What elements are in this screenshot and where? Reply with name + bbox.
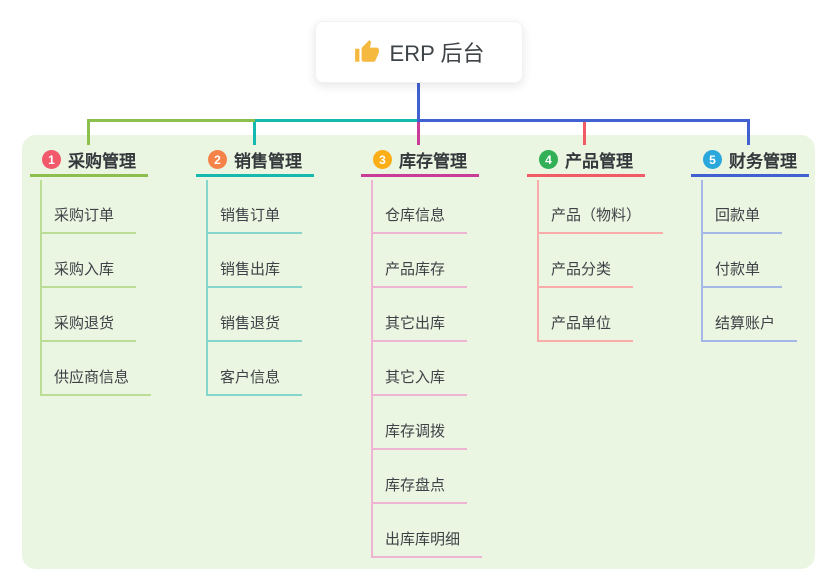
branch-product-header[interactable]: 4 产品管理 bbox=[527, 145, 645, 177]
tree-leaf[interactable]: 产品单位 bbox=[537, 288, 663, 342]
branch-number-badge: 2 bbox=[208, 150, 227, 169]
tree-leaf[interactable]: 销售退货 bbox=[206, 288, 303, 342]
branch-sales-header[interactable]: 2 销售管理 bbox=[196, 145, 314, 177]
branch-label: 销售管理 bbox=[234, 152, 302, 171]
branch-number-badge: 3 bbox=[373, 150, 392, 169]
tree-leaf[interactable]: 产品库存 bbox=[371, 234, 482, 288]
branch-tree-line bbox=[206, 180, 208, 396]
connector-bus-teal bbox=[255, 119, 417, 122]
tree-leaf[interactable]: 库存盘点 bbox=[371, 450, 482, 504]
branch-number-badge: 1 bbox=[42, 150, 61, 169]
tree-leaf[interactable]: 回款单 bbox=[701, 180, 797, 234]
branch-label: 产品管理 bbox=[565, 152, 633, 171]
connector-drop-product bbox=[583, 122, 586, 145]
branches-panel bbox=[22, 135, 815, 569]
branch-finance: 5 财务管理 回款单 付款单 结算账户 bbox=[691, 145, 839, 342]
tree-leaf[interactable]: 采购退货 bbox=[40, 288, 151, 342]
branch-number-badge: 4 bbox=[539, 150, 558, 169]
branch-inventory-header[interactable]: 3 库存管理 bbox=[361, 145, 479, 177]
connector-drop-finance bbox=[747, 122, 750, 145]
tree-leaf[interactable]: 其它入库 bbox=[371, 342, 482, 396]
branch-number-badge: 5 bbox=[703, 150, 722, 169]
branch-label: 财务管理 bbox=[729, 152, 797, 171]
tree-leaf[interactable]: 采购订单 bbox=[40, 180, 151, 234]
branch-label: 采购管理 bbox=[68, 152, 136, 171]
tree-leaf[interactable]: 产品分类 bbox=[537, 234, 663, 288]
root-title: ERP 后台 bbox=[389, 41, 485, 66]
connector-bus-green bbox=[87, 119, 255, 122]
tree-leaf[interactable]: 销售订单 bbox=[206, 180, 303, 234]
tree-leaf[interactable]: 库存调拨 bbox=[371, 396, 482, 450]
branch-tree-line bbox=[40, 180, 42, 396]
tree-leaf[interactable]: 其它出库 bbox=[371, 288, 482, 342]
tree-leaf[interactable]: 结算账户 bbox=[701, 288, 798, 342]
connector-bus-blue bbox=[417, 119, 750, 122]
branch-product: 4 产品管理 产品（物料） 产品分类 产品单位 bbox=[527, 145, 687, 342]
tree-leaf[interactable]: 仓库信息 bbox=[371, 180, 482, 234]
root-node[interactable]: ERP 后台 bbox=[315, 21, 523, 83]
thumbs-up-icon bbox=[354, 40, 379, 62]
tree-leaf[interactable]: 采购入库 bbox=[40, 234, 151, 288]
root-connector-line bbox=[417, 82, 420, 120]
tree-leaf[interactable]: 客户信息 bbox=[206, 342, 303, 396]
tree-leaf[interactable]: 销售出库 bbox=[206, 234, 303, 288]
branch-purchase-header[interactable]: 1 采购管理 bbox=[30, 145, 148, 177]
tree-leaf[interactable]: 付款单 bbox=[701, 234, 797, 288]
branch-tree-line bbox=[371, 180, 373, 558]
branch-finance-header[interactable]: 5 财务管理 bbox=[691, 145, 809, 177]
branch-label: 库存管理 bbox=[399, 152, 467, 171]
tree-leaf[interactable]: 供应商信息 bbox=[40, 342, 152, 396]
connector-drop-sales bbox=[253, 122, 256, 145]
connector-drop-inventory bbox=[417, 122, 420, 145]
branch-purchase: 1 采购管理 采购订单 采购入库 采购退货 供应商信息 bbox=[30, 145, 190, 396]
tree-leaf[interactable]: 出库库明细 bbox=[371, 504, 483, 558]
connector-drop-purchase bbox=[87, 122, 90, 145]
branch-tree-line bbox=[537, 180, 539, 342]
branch-inventory: 3 库存管理 仓库信息 产品库存 其它出库 其它入库 库存调拨 库存盘点 出库库… bbox=[361, 145, 521, 558]
tree-leaf[interactable]: 产品（物料） bbox=[537, 180, 664, 234]
branch-sales: 2 销售管理 销售订单 销售出库 销售退货 客户信息 bbox=[196, 145, 356, 396]
branch-tree-line bbox=[701, 180, 703, 342]
